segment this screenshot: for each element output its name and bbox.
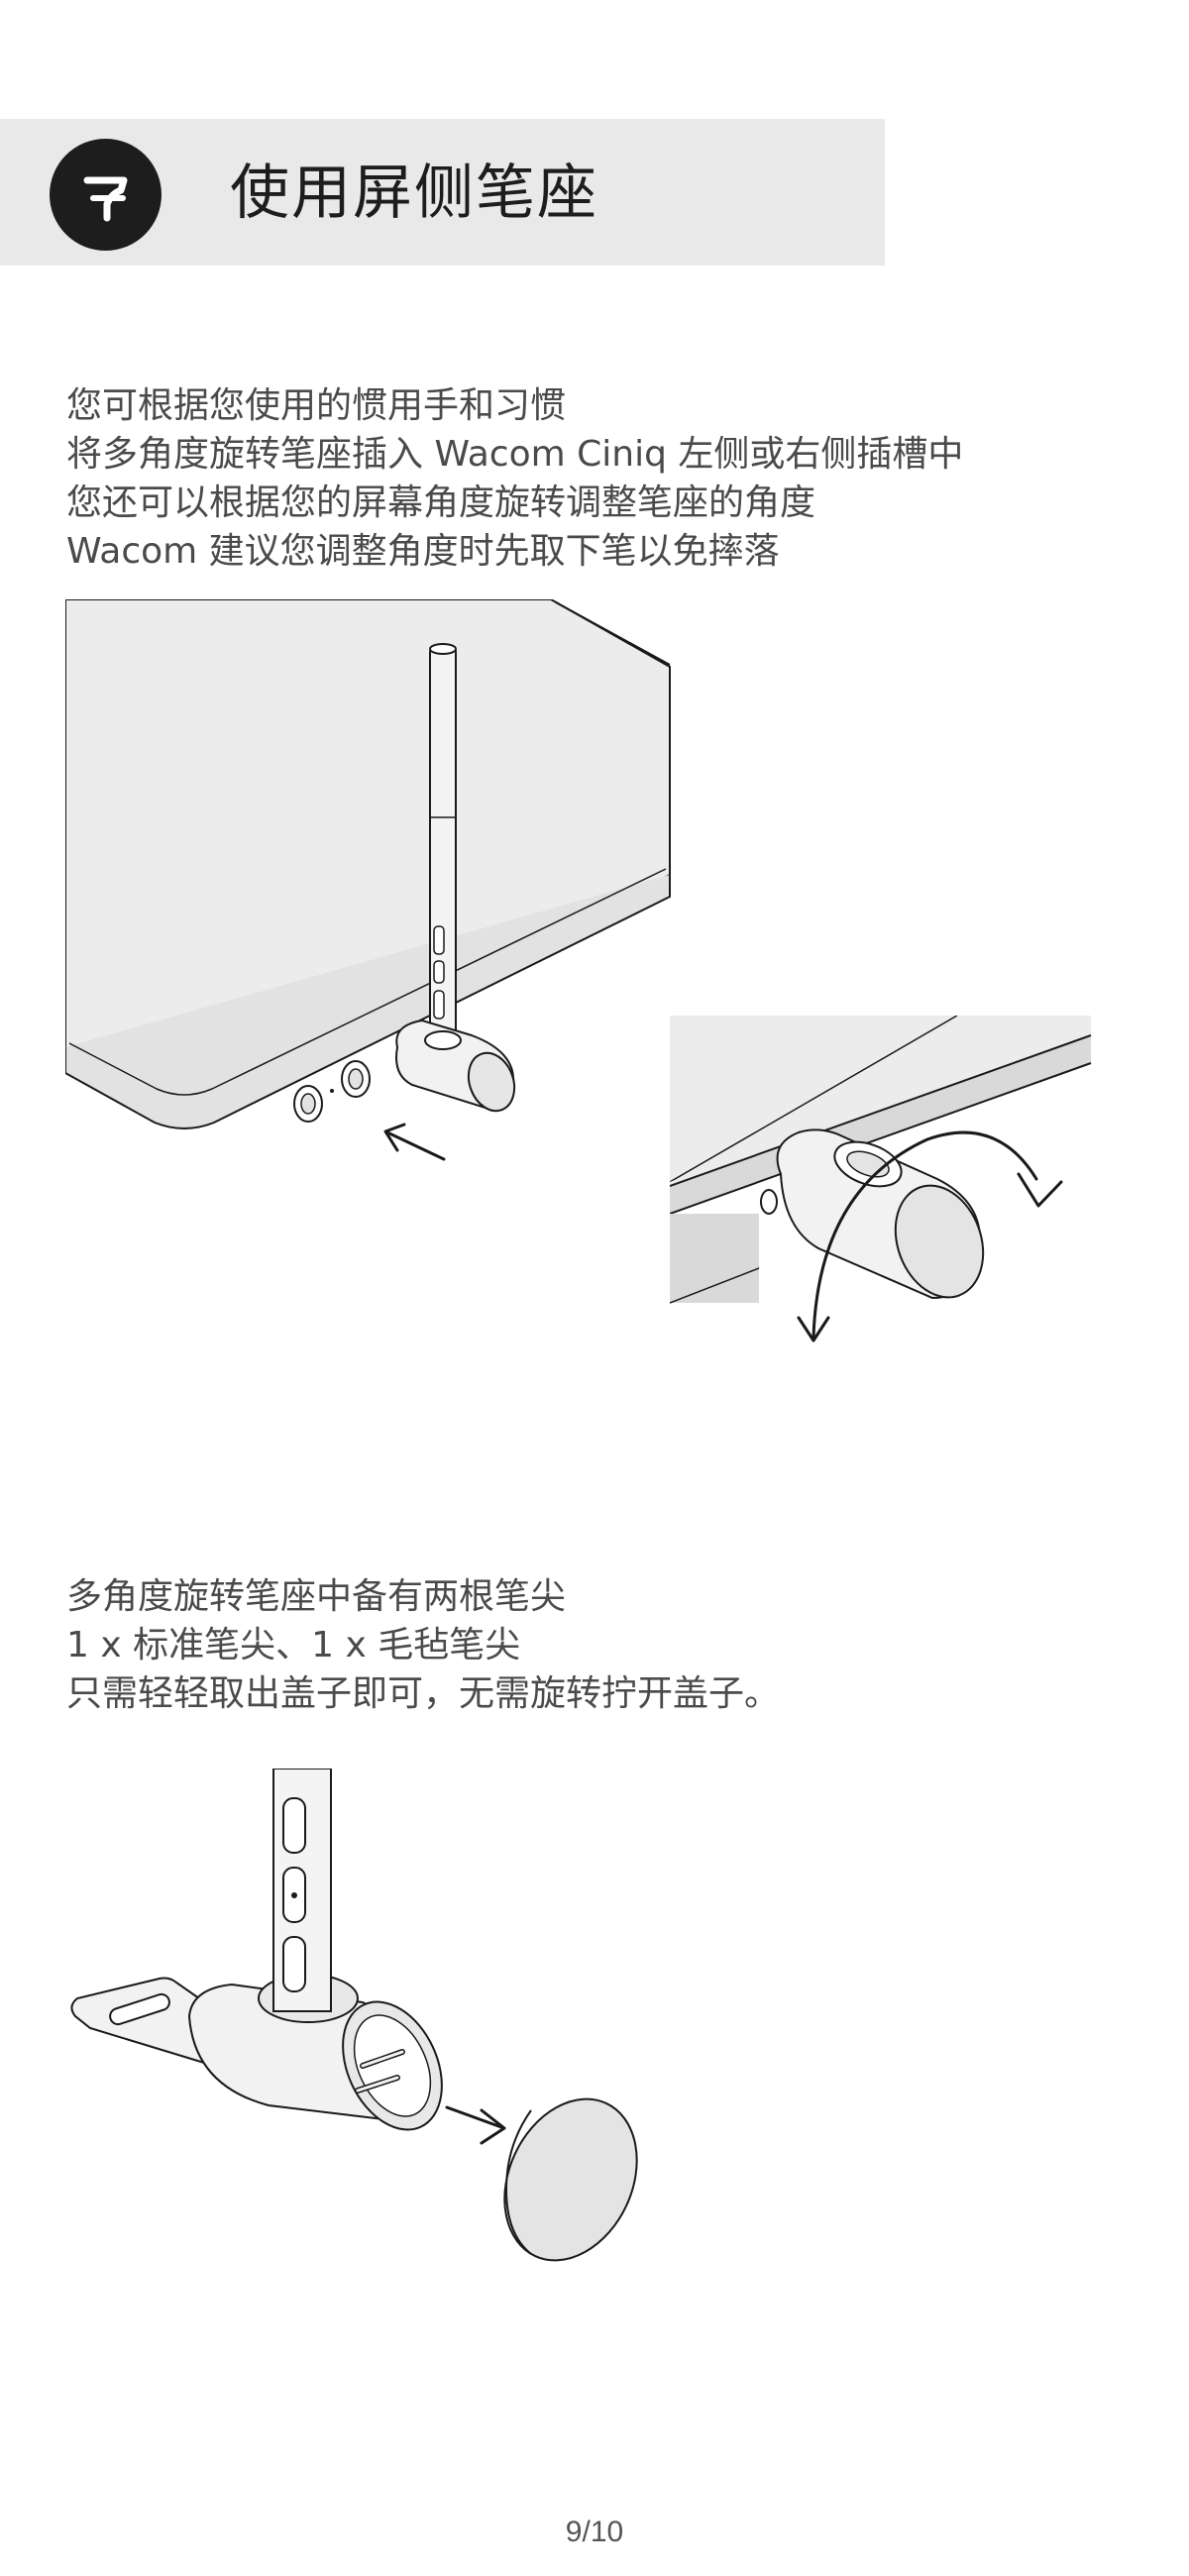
nibs-line: 只需轻轻取出盖子即可，无需旋转拧开盖子。 [66,1673,781,1714]
nibs-line: 多角度旋转笔座中备有两根笔尖 [66,1576,567,1617]
intro-line: 您还可以根据您的屏幕角度旋转调整笔座的角度 [66,483,816,523]
pen-holder-insertion-illustration [65,599,671,1161]
page-number: 9/10 [565,2516,624,2548]
nib-cap-removal-illustration [70,1769,638,2262]
intro-line: 您可根据您使用的惯用手和习惯 [66,385,567,426]
intro-line: Wacom 建议您调整角度时先取下笔以免摔落 [66,531,780,572]
nibs-line: 1 x 标准笔尖、1 x 毛毡笔尖 [66,1625,521,1665]
nibs-paragraph: 多角度旋转笔座中备有两根笔尖 1 x 标准笔尖、1 x 毛毡笔尖 只需轻轻取出盖… [66,1572,780,1718]
step-seven-glyph [83,176,128,222]
intro-paragraph: 您可根据您使用的惯用手和习惯 将多角度旋转笔座插入 Wacom Ciniq 左侧… [66,381,963,576]
step-number-badge [50,139,162,251]
pen-holder-rotation-illustration [670,1016,1092,1342]
intro-line: 将多角度旋转笔座插入 Wacom Ciniq 左侧或右侧插槽中 [66,434,964,475]
page-title: 使用屏侧笔座 [230,159,598,228]
